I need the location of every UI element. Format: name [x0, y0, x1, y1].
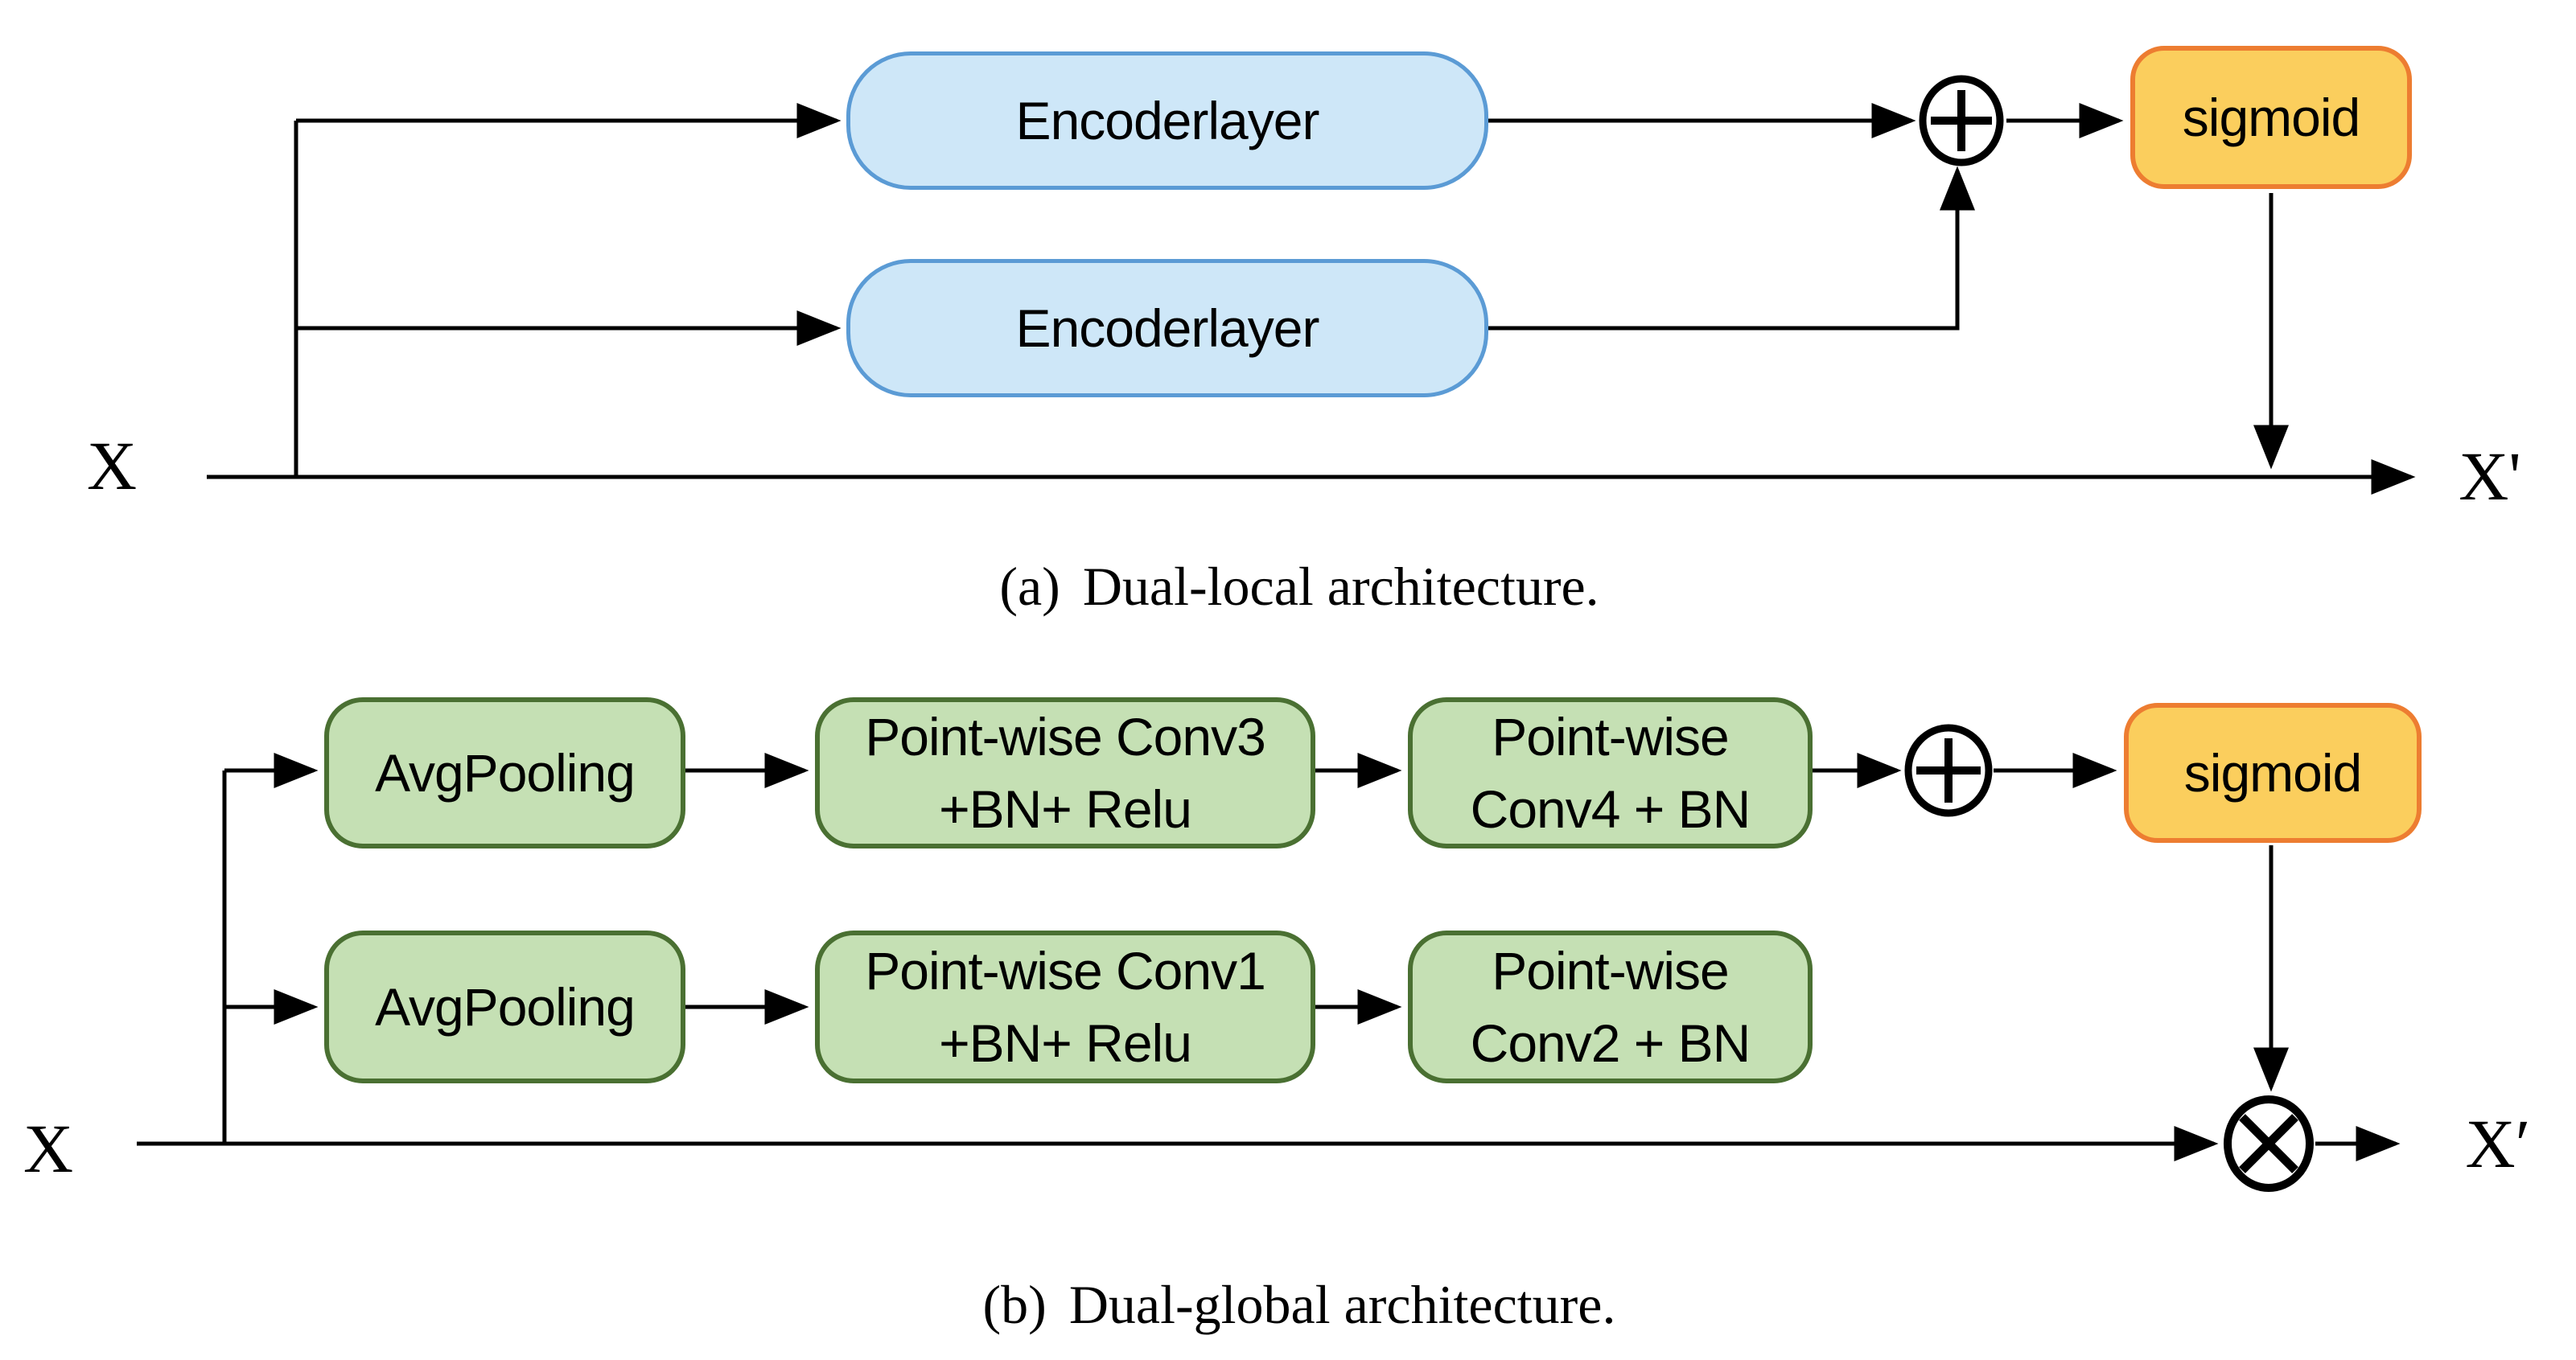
conv1-label-line1: Point-wise Conv1: [865, 941, 1266, 1000]
conv3-block: Point-wise Conv3 +BN+ Relu: [815, 697, 1315, 848]
avgpool-bottom-block: AvgPooling: [324, 931, 685, 1083]
avgpool-bottom-label: AvgPooling: [375, 977, 636, 1037]
add-icon: [1904, 724, 1993, 817]
multiply-icon: [2224, 1095, 2314, 1192]
sigmoid-b-block: sigmoid: [2124, 703, 2422, 843]
caption-b-text: Dual-global architecture.: [1068, 1274, 1616, 1335]
conv3-label-line2: +BN+ Relu: [939, 779, 1192, 839]
conv4-label-line2: Conv4 + BN: [1470, 779, 1751, 839]
output-label-b: X′: [2465, 1105, 2531, 1182]
conv2-label-line1: Point-wise: [1492, 941, 1729, 1000]
caption-a-tag: (a): [999, 556, 1060, 617]
input-label-b: X: [23, 1110, 74, 1187]
a-arrow-encoder-bottom-to-add: [1488, 166, 1975, 331]
conv4-label-line1: Point-wise: [1492, 707, 1729, 766]
add-icon: [1919, 75, 2004, 166]
conv1-block: Point-wise Conv1 +BN+ Relu: [815, 931, 1315, 1083]
conv3-label-line1: Point-wise Conv3: [865, 707, 1266, 766]
conv1-label-line2: +BN+ Relu: [939, 1013, 1192, 1073]
output-label-a: X': [2459, 438, 2521, 515]
avgpool-top-block: AvgPooling: [324, 697, 685, 848]
avgpool-top-label: AvgPooling: [375, 743, 636, 803]
conv2-label-line2: Conv2 + BN: [1470, 1013, 1751, 1073]
sigmoid-b-label: sigmoid: [2183, 743, 2362, 803]
caption-a-text: Dual-local architecture.: [1082, 556, 1599, 617]
panel-b-wires: [137, 753, 2401, 1161]
input-label-a: X: [86, 427, 138, 504]
caption-b: (b) Dual-global architecture.: [901, 1273, 1697, 1347]
encoder-bottom-label: Encoderlayer: [1015, 298, 1320, 358]
panel-a-wires: [207, 103, 2416, 495]
encoder-bottom-block: Encoderlayer: [846, 259, 1488, 397]
conv4-block: Point-wise Conv4 + BN: [1408, 697, 1813, 848]
encoder-top-block: Encoderlayer: [846, 51, 1488, 190]
sigmoid-a-block: sigmoid: [2130, 46, 2412, 189]
conv2-block: Point-wise Conv2 + BN: [1408, 931, 1813, 1083]
encoder-top-label: Encoderlayer: [1015, 91, 1320, 150]
caption-b-tag: (b): [982, 1274, 1047, 1335]
sigmoid-a-label: sigmoid: [2182, 88, 2360, 147]
caption-a: (a) Dual-local architecture.: [901, 555, 1697, 629]
